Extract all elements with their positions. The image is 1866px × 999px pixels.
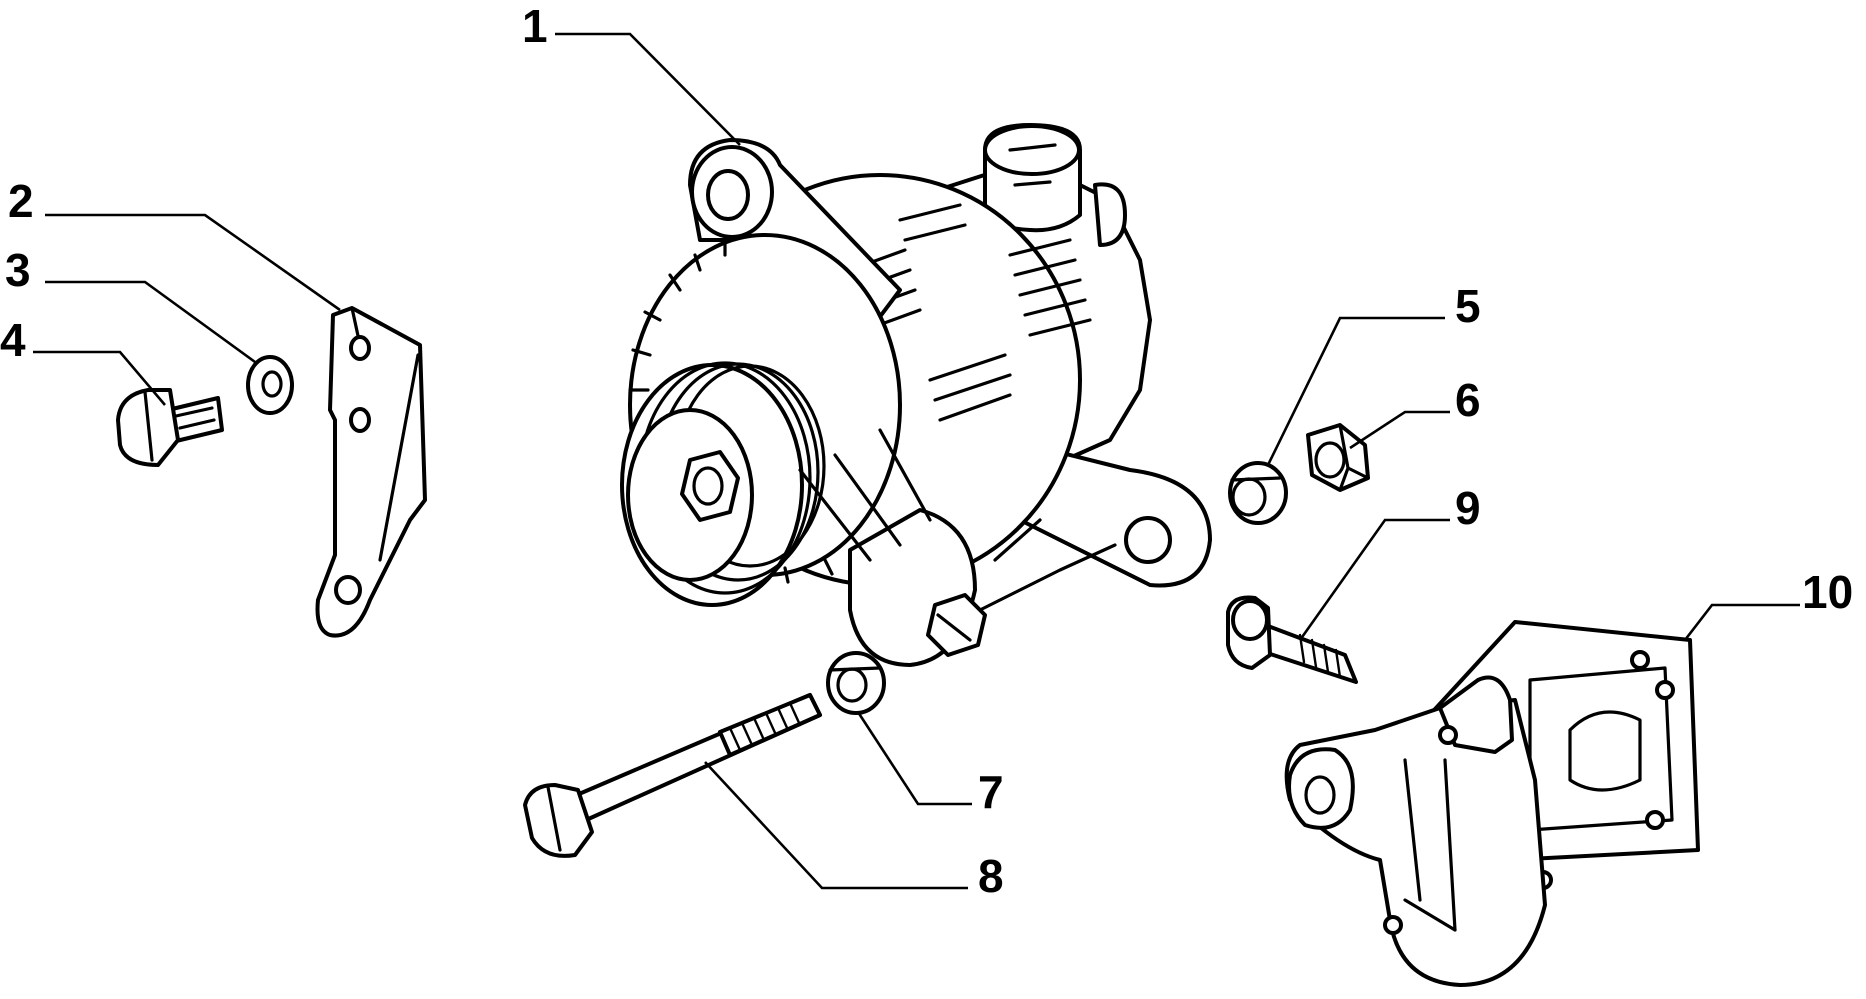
leader-2 — [45, 213, 341, 312]
callout-5: 5 — [1455, 280, 1481, 332]
callout-labels: 1 2 3 4 5 6 9 10 7 8 — [0, 0, 1853, 902]
part-3-washer — [246, 355, 294, 415]
callout-1: 1 — [522, 0, 548, 52]
callout-4: 4 — [0, 314, 26, 366]
part-7-washer — [826, 651, 886, 715]
leader-5 — [1266, 316, 1445, 466]
leader-9 — [1298, 518, 1450, 641]
part-8-long-bolt — [523, 693, 822, 858]
part-6-nut — [1306, 423, 1370, 492]
part-9-bolt — [1226, 595, 1358, 684]
leader-lines — [33, 32, 1800, 890]
leader-6 — [1349, 410, 1450, 450]
leader-4 — [33, 350, 166, 406]
callout-2: 2 — [8, 175, 34, 227]
callout-8: 8 — [978, 850, 1004, 902]
leader-10 — [1683, 603, 1800, 641]
pulley — [620, 361, 826, 607]
callout-3: 3 — [5, 244, 31, 296]
part-4-bolt — [116, 388, 224, 467]
part-2-bracket — [315, 306, 427, 638]
leader-3 — [45, 280, 256, 364]
part-1-alternator — [620, 123, 1212, 667]
callout-7: 7 — [978, 766, 1004, 818]
callout-9: 9 — [1455, 482, 1481, 534]
leader-7 — [856, 711, 972, 806]
part-10-support — [1284, 620, 1700, 987]
part-5-washer — [1228, 461, 1288, 525]
leader-8 — [704, 761, 968, 890]
leader-1 — [555, 32, 741, 146]
callout-6: 6 — [1455, 374, 1481, 426]
callout-10: 10 — [1802, 566, 1853, 618]
